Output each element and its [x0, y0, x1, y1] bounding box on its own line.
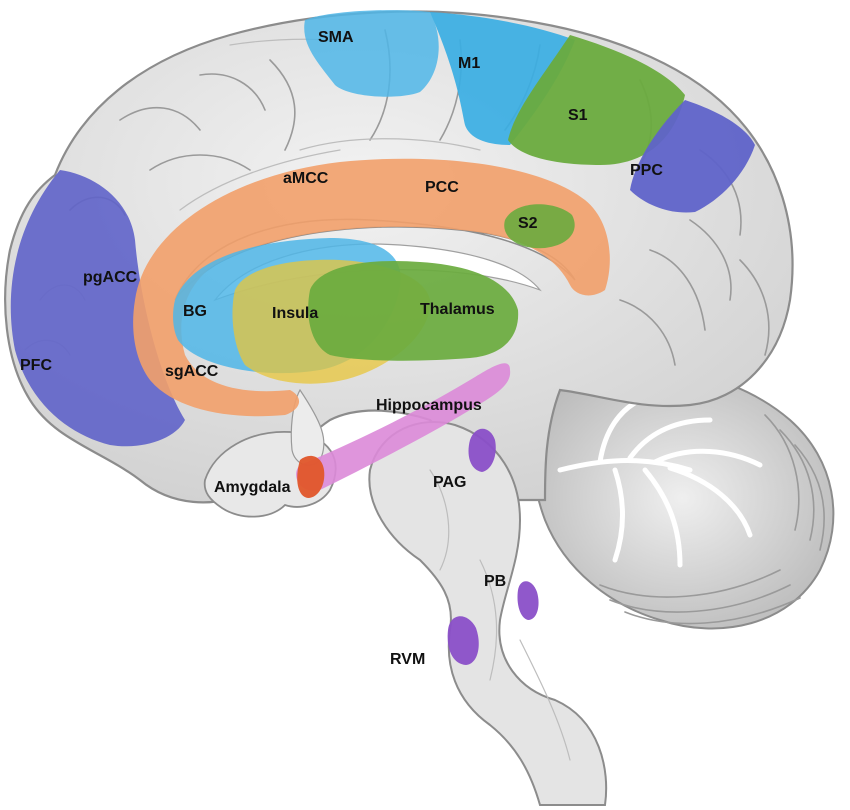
- label-pfc: PFC: [20, 357, 52, 374]
- brainstem-shape: [368, 421, 608, 806]
- region-m1: [430, 12, 575, 145]
- label-amcc: aMCC: [283, 170, 329, 187]
- arbor-vitae: [557, 397, 763, 568]
- region-ppc: [630, 100, 755, 213]
- colored-regions: [10, 10, 755, 665]
- label-s2: S2: [518, 215, 538, 232]
- label-m1: M1: [458, 55, 480, 72]
- region-s2: [504, 204, 575, 249]
- region-pfc: [10, 170, 185, 447]
- cerebellum-shape: [529, 367, 835, 630]
- label-sgacc: sgACC: [165, 363, 219, 380]
- region-rvm: [447, 616, 479, 665]
- region-pag: [468, 428, 496, 472]
- label-s1: S1: [568, 107, 588, 124]
- region-s1: [508, 35, 685, 165]
- label-pcc: PCC: [425, 179, 459, 196]
- region-thalamus: [308, 260, 519, 361]
- label-bg: BG: [183, 303, 207, 320]
- label-hippocampus: Hippocampus: [376, 397, 482, 414]
- label-sma: SMA: [318, 29, 354, 46]
- label-pag: PAG: [433, 474, 466, 491]
- label-amygdala: Amygdala: [214, 479, 291, 496]
- region-sma: [304, 10, 439, 97]
- region-labels: SMA M1 S1 PPC aMCC PCC S2 pgACC BG Insul…: [20, 29, 663, 668]
- label-pb: PB: [484, 573, 506, 590]
- label-insula: Insula: [272, 305, 318, 322]
- region-hippocampus: [296, 363, 511, 491]
- region-pb: [517, 581, 539, 620]
- label-pgacc: pgACC: [83, 269, 138, 286]
- region-cingulate: [133, 158, 610, 417]
- label-rvm: RVM: [390, 651, 425, 668]
- cerebellum-folia: [599, 414, 825, 625]
- label-thalamus: Thalamus: [420, 301, 495, 318]
- region-amygdala: [297, 455, 325, 498]
- label-ppc: PPC: [630, 162, 663, 179]
